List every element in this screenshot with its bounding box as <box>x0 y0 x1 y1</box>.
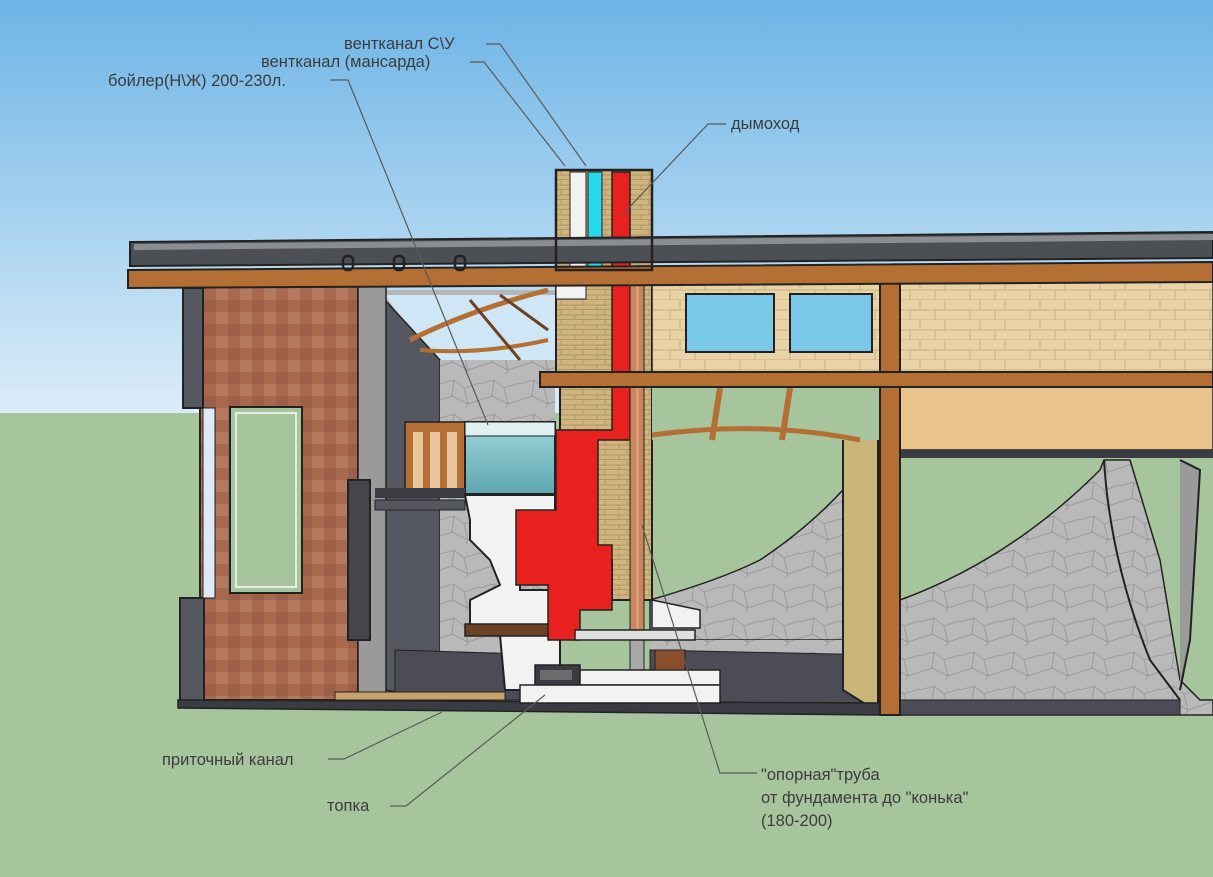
label-intake-channel: приточный канал <box>162 751 294 769</box>
leader-lines <box>328 43 757 807</box>
label-vent-channel-mansard: вентканал (мансарда) <box>261 53 431 71</box>
label-support-pipe-line3: (180-200) <box>761 812 833 830</box>
attic-window-2 <box>789 293 873 353</box>
boiler <box>374 421 556 511</box>
label-vent-channel-su: вентканал С\У <box>344 35 455 53</box>
label-support-pipe: "опорная"труба от фундамента до "конька"… <box>761 764 1061 833</box>
attic-window-1 <box>685 293 775 353</box>
label-support-pipe-line2: от фундамента до "конька" <box>761 789 969 807</box>
label-boiler: бойлер(Н\Ж) 200-230л. <box>108 72 286 90</box>
post-right <box>879 281 901 716</box>
label-support-pipe-line1: "опорная"труба <box>761 766 880 784</box>
roof-beam <box>127 260 1213 290</box>
firebox[interactable] <box>519 649 721 704</box>
label-chimney: дымоход <box>731 115 800 133</box>
left-window <box>229 406 303 594</box>
beam-floor-2 <box>539 371 1213 388</box>
label-firebox: топка <box>327 797 370 815</box>
